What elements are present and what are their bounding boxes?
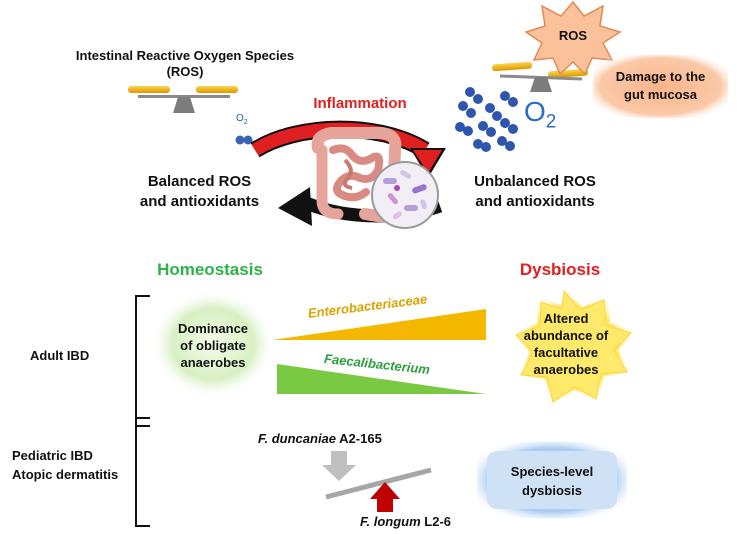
seesaw-line [325, 467, 432, 500]
o2-small-label: O2 [236, 113, 248, 126]
red-up-arrow-icon [370, 482, 400, 512]
unbalanced-scale-icon [492, 61, 589, 92]
adult-ibd-label: Adult IBD [30, 348, 90, 363]
dysbiosis-star [510, 287, 637, 406]
balanced-scale-icon [128, 86, 238, 113]
pediatric-bracket [135, 417, 150, 527]
ros-title: Intestinal Reactive Oxygen Species (ROS) [55, 48, 315, 80]
ros-burst-icon [524, 0, 622, 76]
inflammation-label: Inflammation [313, 95, 407, 112]
ros-star-label: ROS [558, 28, 588, 43]
o2-molecule-cluster [455, 87, 518, 152]
dysbiosis-label: Dysbiosis [519, 260, 601, 279]
o2-big-label: O2 [524, 96, 557, 133]
enterobacteriaceae-wedge [272, 309, 486, 340]
ros-title-line1: Intestinal Reactive Oxygen Species [75, 48, 295, 63]
dysbiosis-star-text: Altered abundance of facultative anaerob… [523, 311, 609, 377]
o2-small-molecule [235, 135, 253, 145]
longum-label: F. longum L2-6 [360, 514, 452, 529]
pediatric-label: Pediatric IBD Atopic dermatitis [12, 448, 119, 482]
homeostasis-label: Homeostasis [157, 260, 263, 279]
balanced-label: Balanced ROS and antioxidants [139, 173, 260, 210]
homeostasis-circle [150, 289, 276, 399]
unbalanced-label: Unbalanced ROS and antioxidants [474, 173, 596, 210]
grey-down-arrow-icon [322, 451, 356, 481]
species-level-text: Species-level dysbiosis [510, 464, 594, 498]
homeostasis-circle-text: Dominance of obligate anaerobes [177, 321, 249, 370]
ros-title-line2: (ROS) [166, 64, 204, 79]
damage-label: Damage to the gut mucosa [615, 69, 706, 102]
duncaniae-label: F. duncaniae A2-165 [258, 431, 382, 446]
faecalibacterium-wedge [277, 364, 486, 394]
damage-box [593, 55, 728, 118]
microbiome-magnifier-icon [371, 161, 439, 229]
adult-bracket [135, 295, 150, 427]
